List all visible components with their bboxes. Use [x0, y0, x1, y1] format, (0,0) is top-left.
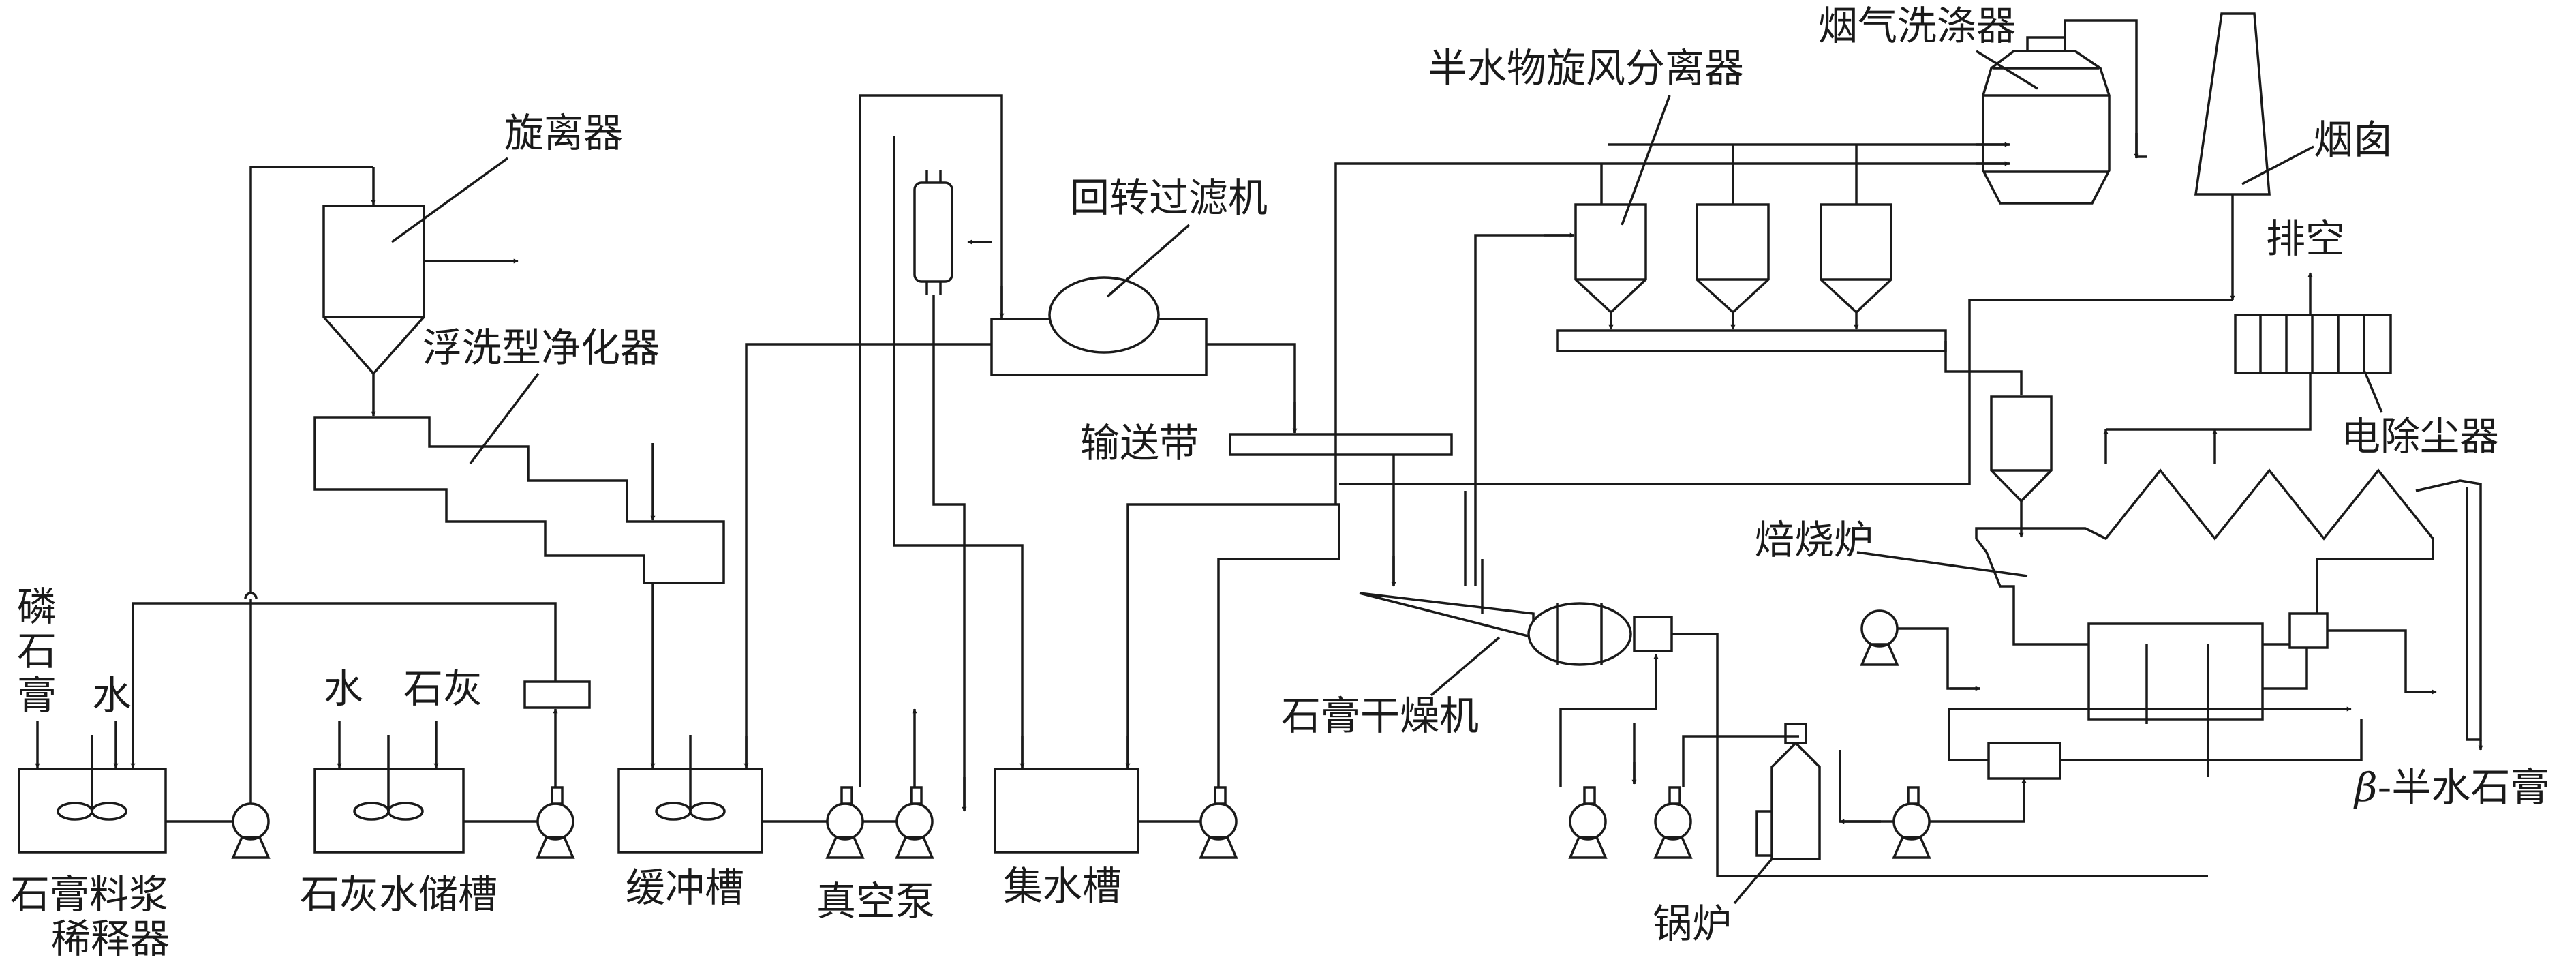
label-slurry-diluter-line2: 稀释器 [51, 916, 170, 962]
gypsum-slurry-diluter [18, 735, 167, 854]
buffer-tank [617, 735, 763, 854]
hemihydrate-cyclone-separator [1820, 203, 1892, 314]
label-hemihydrate-cyclone: 半水物旋风分离器 [1428, 45, 1744, 91]
label-cyclone: 旋离器 [504, 110, 623, 156]
label-water: 水 [324, 665, 363, 712]
vacuum-pump [825, 786, 865, 859]
label-electrostatic-precipitator: 电除尘器 [2341, 413, 2499, 459]
collector-belt [1556, 329, 1947, 352]
pump [1199, 786, 1238, 859]
label-beta-hemihydrate-gypsum: β-半水石膏 [2353, 764, 2549, 811]
label-gypsum-dryer: 石膏干燥机 [1281, 693, 1479, 739]
label-vent: 排空 [2266, 215, 2345, 262]
label-lime-tank: 石灰水储槽 [300, 871, 497, 918]
label-buffer-tank: 缓冲槽 [626, 864, 744, 911]
pump [1892, 786, 1931, 859]
labels: 旋离器 浮洗型净化器 磷 石 膏 水 水 石灰 石膏料浆 稀释器 石灰水储槽 缓… [10, 3, 2549, 962]
electrostatic-precipitator [2234, 314, 2392, 374]
flotation-purifier [313, 416, 725, 584]
rotary-filter [990, 276, 1208, 376]
valve-box [523, 680, 591, 709]
label-roaster: 焙烧炉 [1755, 517, 1873, 563]
hemihydrate-cyclone-separator [1574, 203, 1647, 314]
label-product-beta: β [2353, 764, 2378, 811]
label-phosphogypsum-3: 膏 [17, 672, 57, 719]
flow-lines [35, 19, 2483, 877]
pump [536, 786, 575, 859]
pump [1653, 786, 1693, 859]
label-phosphogypsum-2: 石 [17, 628, 57, 674]
label-conveyor: 输送带 [1080, 420, 1199, 466]
conveyor-belt [1229, 433, 1453, 456]
gypsum-dryer [1359, 592, 1673, 666]
label-phosphogypsum-1: 磷 [17, 584, 57, 630]
label-vacuum-pump: 真空泵 [816, 878, 935, 924]
label-chimney: 烟囱 [2314, 117, 2393, 163]
label-flotation-purifier: 浮洗型净化器 [423, 324, 660, 371]
label-flue-gas-scrubber: 烟气洗涤器 [1818, 3, 2016, 49]
lime-water-storage-tank [313, 735, 465, 854]
label-rotary-filter: 回转过滤机 [1070, 175, 1268, 221]
roaster [1975, 468, 2434, 721]
hemihydrate-cyclone-separator [1696, 203, 1770, 314]
label-slurry-diluter-line1: 石膏料浆 [10, 871, 168, 918]
label-lime: 石灰 [403, 665, 482, 712]
label-product-rest: -半水石膏 [2378, 764, 2550, 811]
flue-gas-scrubber [1982, 36, 2111, 205]
chimney [2194, 12, 2271, 196]
roaster-feed-hopper [1990, 395, 2053, 503]
heat-exchanger [1987, 742, 2061, 780]
label-boiler: 锅炉 [1653, 901, 1732, 947]
pump [1568, 786, 1608, 859]
label-water: 水 [92, 672, 132, 719]
cyclone-separator [322, 205, 425, 376]
vacuum-separator-column [913, 170, 953, 295]
label-collecting-tank: 集水槽 [1003, 863, 1122, 909]
product-outlet [2415, 479, 2482, 741]
water-collecting-tank [994, 768, 1139, 854]
pump [231, 802, 271, 859]
vacuum-pump [895, 786, 934, 859]
pump [1860, 609, 1899, 666]
boiler [1755, 723, 1821, 860]
